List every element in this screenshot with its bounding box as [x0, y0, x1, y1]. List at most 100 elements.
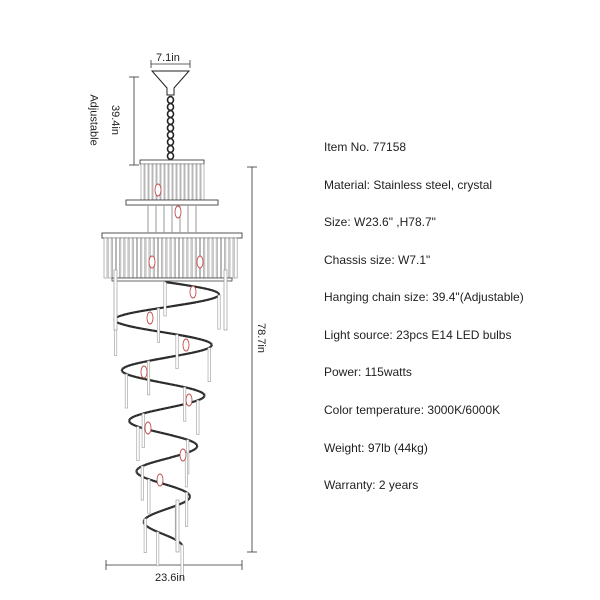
- crystal-rod: [204, 237, 209, 279]
- spiral-band: [188, 496, 191, 499]
- spec-value: W23.6" ,H78.7": [354, 215, 436, 229]
- spiral-band: [159, 356, 166, 360]
- chain-link: [166, 95, 175, 105]
- spiral-band: [171, 485, 176, 489]
- spiral-band: [200, 348, 205, 352]
- spiral-band: [178, 282, 186, 287]
- crystal-rod: [107, 237, 112, 279]
- spiral-band: [121, 367, 125, 370]
- spiral-band: [174, 384, 181, 388]
- crystal-rod: [158, 237, 162, 279]
- crystal-rod: [175, 237, 179, 279]
- crystal-rod: [180, 544, 184, 580]
- bulb: [140, 365, 148, 379]
- spiral-band: [191, 350, 197, 354]
- spiral-band: [143, 476, 147, 480]
- spiral-band: [195, 443, 198, 446]
- spiral-band: [126, 324, 132, 328]
- spiral-band: [132, 423, 136, 427]
- spiral-band: [209, 345, 213, 348]
- crystal-rod: [185, 492, 189, 527]
- spiral-band: [152, 429, 157, 433]
- spec-value: 77158: [372, 140, 407, 154]
- crystal-rod: [136, 426, 140, 461]
- spiral-band: [164, 355, 171, 359]
- spiral-band: [155, 408, 161, 412]
- spiral-band: [188, 493, 191, 497]
- spiral-band: [190, 301, 197, 305]
- top-tier-ring: [139, 159, 205, 165]
- crystal-rod: [217, 237, 221, 279]
- spec-value: Stainless steel, crystal: [373, 178, 493, 192]
- spiral-band: [168, 484, 172, 488]
- total-width-label: 23.6in: [155, 572, 185, 584]
- spiral-band: [157, 458, 162, 463]
- spiral-band: [168, 455, 173, 460]
- spiral-band: [187, 492, 190, 496]
- spiral-band: [151, 479, 156, 483]
- spiral-band: [190, 439, 194, 443]
- crystal-rod: [140, 465, 144, 501]
- bulb: [154, 183, 162, 197]
- spiral-band: [166, 534, 171, 538]
- spiral-band: [120, 368, 124, 371]
- spiral-band: [210, 289, 215, 293]
- spiral-band: [147, 514, 151, 518]
- spiral-band: [198, 390, 202, 394]
- crystal-rod: [168, 163, 173, 203]
- spiral-band: [209, 297, 214, 301]
- spiral-band: [123, 366, 126, 369]
- spiral-band: [150, 527, 154, 531]
- crystal-rod: [160, 163, 165, 203]
- crystal-rod: [217, 294, 221, 330]
- crystal-rod: [175, 499, 180, 553]
- spiral-band: [162, 532, 166, 536]
- spiral-band: [125, 364, 129, 368]
- spiral-band: [202, 286, 208, 291]
- crystal-rod: [143, 518, 147, 554]
- crystal-rod: [144, 163, 149, 203]
- spiral-band: [145, 308, 153, 312]
- crystal-rod: [140, 163, 145, 203]
- bulb: [185, 393, 193, 407]
- spiral-band: [121, 370, 124, 373]
- spiral-band: [145, 515, 149, 519]
- bulb: [148, 255, 156, 269]
- spiral-band: [199, 397, 203, 401]
- middle-crystal-ring: [101, 205, 243, 282]
- spiral-band: [134, 310, 141, 314]
- crystal-rod: [162, 237, 167, 279]
- spec-chassis-size: Chassis size: W7.1": [324, 253, 430, 267]
- spiral-band: [128, 417, 132, 421]
- spiral-band: [134, 361, 140, 366]
- spiral-band: [156, 510, 160, 514]
- spec-label: Material:: [324, 178, 371, 192]
- spiral-band: [186, 351, 193, 355]
- spec-power: Power: 115watts: [324, 365, 412, 379]
- spiral-band: [203, 347, 208, 351]
- spiral-band: [167, 506, 172, 510]
- spiral-band: [174, 404, 180, 408]
- spiral-band: [150, 461, 155, 465]
- spec-chain-size: Hanging chain size: 39.4"(Adjustable): [324, 290, 524, 304]
- bulb: [196, 255, 204, 269]
- crystal-rod: [183, 237, 188, 279]
- spiral-band: [133, 414, 138, 418]
- spiral-band: [140, 377, 146, 381]
- spiral-band: [197, 285, 203, 290]
- spiral-band: [164, 533, 168, 537]
- spiral-band: [153, 511, 158, 515]
- spiral-band: [192, 388, 197, 392]
- spiral-band: [201, 299, 207, 303]
- mid-ring-bottom: [111, 277, 233, 282]
- spiral-band: [213, 296, 217, 300]
- crystal-rod: [223, 269, 228, 331]
- total-height-label: 78.7in: [254, 323, 267, 353]
- upper-ring: [125, 199, 219, 206]
- canopy: [150, 70, 191, 96]
- top-crystal-tier: [125, 159, 219, 206]
- bulb: [146, 311, 154, 325]
- crystal-rod: [137, 237, 141, 279]
- spiral-band: [177, 435, 182, 439]
- crystal-rod: [156, 531, 160, 567]
